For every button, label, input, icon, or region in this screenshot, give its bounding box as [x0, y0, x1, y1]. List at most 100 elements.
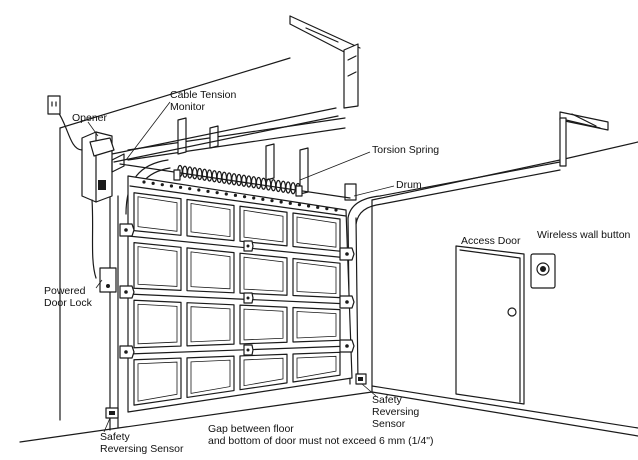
spring-coil [226, 172, 232, 185]
strip-dot [242, 195, 247, 199]
spring-coil [241, 174, 247, 187]
door-panel-inner [137, 196, 178, 232]
label-safety-sensor-left-line1: Safety [100, 431, 131, 443]
door-panel-inner [243, 308, 284, 341]
spring-coil [255, 176, 262, 190]
label-cable-tension-line2: Monitor [170, 101, 206, 113]
opener-top [89, 137, 115, 157]
door-panel-inner [190, 251, 231, 290]
spring-coil [275, 179, 282, 193]
label-gap-note-line2: and bottom of door must not exceed 6 mm … [208, 435, 434, 447]
leader-opener [87, 121, 99, 137]
spring-shaft [119, 163, 351, 199]
spring-coil [250, 176, 257, 189]
spring-coil [201, 168, 208, 181]
access-door [455, 245, 525, 405]
label-safety-sensor-right-line2: Reversing [372, 406, 419, 418]
wall-button-press [540, 266, 546, 272]
door-panel-inner [296, 355, 337, 379]
access-door-frame [455, 245, 525, 405]
strip-dot [297, 203, 302, 207]
hinge-pin [345, 300, 349, 304]
left-hanger-post [343, 43, 359, 109]
strip-dot [178, 185, 183, 189]
power-outlet [47, 95, 61, 115]
leader-torsion-spring [299, 151, 371, 181]
strip-dot [188, 187, 192, 191]
lock-body [99, 267, 117, 293]
leader-drum [353, 185, 395, 197]
door-panel-inner [190, 359, 231, 394]
spring-coil [236, 173, 242, 187]
door-panel-inner [137, 303, 178, 345]
door-panel [186, 247, 235, 294]
door-panel [239, 205, 288, 247]
door-panel-inner [296, 262, 337, 295]
strip-dot [233, 193, 238, 197]
leader-door-lock [95, 279, 103, 289]
spring-coil [211, 170, 218, 183]
spring-coil [182, 165, 188, 178]
hinge-pin [246, 244, 250, 248]
door-panel-inner [190, 203, 231, 238]
door-panel [133, 192, 182, 236]
spring-coil [285, 181, 291, 194]
spring-coil [187, 166, 193, 179]
hinges-left [119, 223, 135, 359]
strip-dot [279, 200, 283, 204]
spring-coil [231, 173, 237, 186]
cable-tension-monitor-box [111, 153, 125, 173]
label-powered-door-lock-line2: Door Lock [44, 297, 93, 309]
hinge-pin [124, 290, 128, 294]
lock-wire [91, 199, 97, 279]
strip-dot [197, 188, 201, 192]
door-panel-inner [243, 357, 284, 387]
wall-framing [127, 117, 357, 201]
strip-dot [288, 201, 292, 205]
safety-sensor-right-lens [358, 377, 363, 381]
leader-cable-tension [125, 101, 171, 161]
left-hanger-bolts [347, 55, 357, 77]
door-panel-inner [137, 361, 178, 402]
door-panel-inner [296, 216, 337, 248]
label-powered-door-lock-line1: Powered [44, 285, 86, 297]
spring-coil [221, 171, 228, 184]
spring-coil [265, 178, 272, 191]
spring-coil [196, 167, 203, 181]
header-top [127, 117, 346, 151]
leader-sensor-right [361, 383, 377, 397]
spring-coils [177, 164, 301, 196]
label-gap-note-line1: Gap between floor [208, 423, 294, 435]
hinge-pin [345, 252, 349, 256]
spring-anchor-left [173, 169, 181, 181]
door-panel [186, 355, 235, 399]
right-hanger-bar [559, 111, 609, 131]
hinges-right [339, 247, 355, 353]
left-ceiling-edge [59, 57, 291, 129]
hinge-pin [246, 296, 250, 300]
opener-light [98, 180, 106, 190]
door-panel [133, 357, 182, 406]
strip-dot [334, 208, 338, 212]
power-cord [57, 111, 83, 151]
spring-anchor-right [295, 185, 303, 197]
lock-bolt [106, 284, 110, 288]
hinges-center [243, 240, 254, 356]
spring-coil [260, 177, 267, 190]
garage-door [119, 175, 355, 413]
opener-rail [111, 107, 339, 163]
spring-coil [246, 175, 252, 188]
door-panel-inner [296, 311, 337, 339]
label-torsion-spring: Torsion Spring [372, 144, 439, 156]
leader-lines [87, 101, 395, 433]
spring-coil [280, 180, 287, 193]
right-hanger-brace [565, 113, 601, 129]
strip-dot [151, 181, 155, 185]
header-bottom [127, 127, 346, 161]
strip-dot [325, 207, 329, 211]
strip-dot [206, 189, 210, 193]
spring-coil [216, 170, 223, 184]
strip-dot [169, 184, 174, 188]
drum-bracket [344, 183, 357, 201]
